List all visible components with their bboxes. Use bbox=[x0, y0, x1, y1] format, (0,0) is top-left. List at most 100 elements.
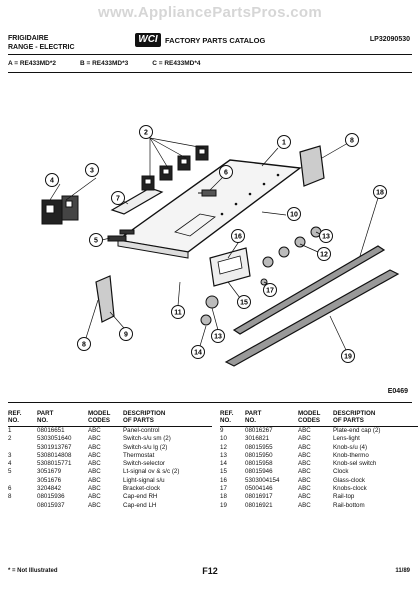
catalog-heading: WCI FACTORY PARTS CATALOG bbox=[135, 33, 265, 47]
table-header-row: REF. NO. PART NO. MODEL CODES DESCRIPTIO… bbox=[220, 410, 418, 427]
callout-10 bbox=[287, 207, 301, 221]
cell-part: 08015946 bbox=[245, 468, 273, 476]
cell-desc: Thermostat bbox=[123, 451, 155, 459]
product-type: RANGE - ELECTRIC bbox=[8, 44, 75, 51]
table-header-row: REF. NO. PART NO. MODEL CODES DESCRIPTIO… bbox=[8, 410, 212, 427]
cell-part: 08015936 bbox=[37, 493, 65, 501]
cell-desc: Rail-top bbox=[333, 493, 355, 501]
callout-label-16: 16 bbox=[234, 234, 242, 241]
callout-label-13-lower: 13 bbox=[214, 334, 222, 341]
cell-model: ABC bbox=[298, 501, 311, 509]
cell-desc: Knobs-clock bbox=[333, 485, 367, 493]
callout-12 bbox=[317, 247, 331, 261]
cell-model: ABC bbox=[298, 460, 311, 468]
cell-part: 08016917 bbox=[245, 493, 273, 501]
cell-part: 05004146 bbox=[245, 485, 273, 493]
page-number: F12 bbox=[202, 566, 218, 576]
knobs-drawing bbox=[200, 226, 322, 326]
col-ref: REF. NO. bbox=[8, 410, 37, 427]
callout-3 bbox=[85, 163, 99, 177]
cell-ref: 4 bbox=[8, 460, 12, 468]
cell-desc: Plate-end cap (2) bbox=[333, 427, 381, 434]
callout-15 bbox=[237, 295, 251, 309]
cell-ref: 9 bbox=[220, 427, 224, 434]
cell-part: 08015958 bbox=[245, 460, 273, 468]
cell-model: ABC bbox=[88, 468, 101, 476]
cell-ref: 14 bbox=[220, 460, 227, 468]
callout-label-15: 15 bbox=[240, 300, 248, 307]
cell-model: ABC bbox=[298, 493, 311, 501]
diagram-code: E0469 bbox=[387, 388, 408, 395]
callout-5 bbox=[89, 233, 103, 247]
callout-label-11: 11 bbox=[174, 310, 182, 317]
callout-label-8: 8 bbox=[350, 138, 354, 145]
catalog-title: FACTORY PARTS CATALOG bbox=[165, 35, 266, 45]
cell-ref: 2 bbox=[8, 435, 12, 443]
callout-label-13: 13 bbox=[322, 234, 330, 241]
control-panel-drawing bbox=[116, 159, 302, 253]
end-cap-left-drawing bbox=[95, 275, 115, 323]
cell-part: 08016267 bbox=[245, 427, 273, 434]
switch-blocks-drawing bbox=[141, 145, 209, 191]
cell-model: ABC bbox=[298, 468, 311, 476]
cell-ref: 15 bbox=[220, 468, 227, 476]
cell-ref: 17 bbox=[220, 485, 227, 493]
table-row: 14 08015958 ABC Knob-sel switch bbox=[220, 460, 418, 468]
callout-1 bbox=[277, 135, 291, 149]
bracket-drawing bbox=[110, 187, 164, 215]
header-brand-block: FRIGIDAIRE RANGE - ELECTRIC bbox=[8, 34, 75, 52]
col-part: PART NO. bbox=[37, 410, 88, 427]
cell-ref: 18 bbox=[220, 493, 227, 501]
model-c: C = RE433MD*4 bbox=[152, 60, 201, 67]
cell-ref bbox=[8, 477, 37, 485]
col-desc: DESCRIPTION OF PARTS bbox=[123, 410, 212, 427]
callout-label-19: 19 bbox=[344, 354, 352, 361]
cell-part: 3051679 bbox=[37, 468, 62, 476]
callout-label-18: 18 bbox=[376, 190, 384, 197]
cell-model: ABC bbox=[88, 460, 101, 468]
model-a: A = RE433MD*2 bbox=[8, 60, 56, 67]
cell-part: 3204842 bbox=[37, 485, 62, 493]
top-rail-drawing bbox=[232, 245, 386, 335]
cell-ref: 5 bbox=[8, 468, 12, 476]
callout-label-4: 4 bbox=[50, 178, 54, 185]
cell-desc: Lens-light bbox=[333, 435, 360, 443]
wci-logo: WCI bbox=[135, 33, 161, 47]
model-b: B = RE433MD*3 bbox=[80, 60, 129, 67]
cell-ref: 3 bbox=[8, 451, 12, 459]
cell-desc: Knob-sel switch bbox=[333, 460, 377, 468]
callout-16 bbox=[231, 229, 245, 243]
cell-ref bbox=[8, 444, 37, 452]
callout-label-3: 3 bbox=[90, 168, 94, 175]
cell-part: 08015955 bbox=[245, 443, 273, 451]
cell-model: ABC bbox=[88, 451, 101, 459]
callout-9 bbox=[119, 327, 133, 341]
col-desc: DESCRIPTION OF PARTS bbox=[333, 410, 418, 427]
cell-desc: Switch-s/u lg (2) bbox=[123, 443, 168, 451]
cell-desc: Light-signal s/u bbox=[123, 476, 165, 484]
cell-desc: Switch-s/u sm (2) bbox=[123, 435, 171, 443]
callout-label-7: 7 bbox=[116, 196, 120, 203]
callout-8 bbox=[345, 133, 359, 147]
revision-date: 11/89 bbox=[395, 568, 410, 574]
callout-8-lower bbox=[77, 337, 91, 351]
clock-glass-drawing bbox=[217, 255, 243, 275]
cell-model: ABC bbox=[88, 493, 101, 501]
cell-model: ABC bbox=[88, 435, 101, 443]
cell-part: 3051676 bbox=[37, 476, 62, 484]
cell-model: ABC bbox=[88, 501, 101, 509]
cell-desc: Cap-end RH bbox=[123, 493, 158, 501]
